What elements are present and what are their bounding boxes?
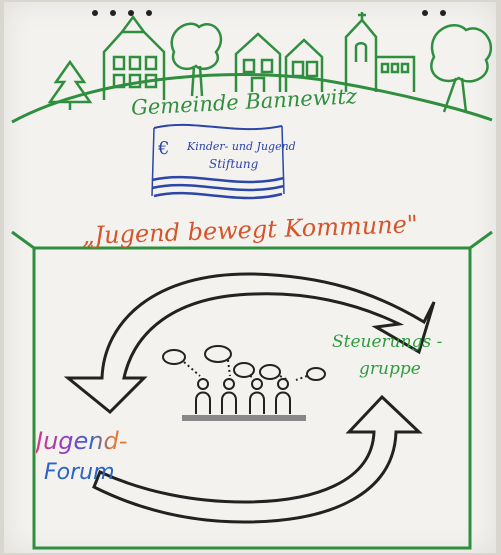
cycle-arrow-bottom [92,394,423,524]
church-icon [102,14,166,100]
steering-group-label-line1: Steuerungs - [332,332,443,352]
steering-group-label-line2: gruppe [359,359,421,379]
euro-symbol: € [158,138,170,159]
frame-box [32,246,472,550]
binding-hole [92,10,98,16]
fir-tree-icon [47,59,93,110]
flipchart-sheet: Gemeinde Bannewitz € Kinder- und Jugend … [4,2,496,553]
binding-hole [440,10,446,16]
cycle-arrow-top [63,272,436,415]
drawing-canvas [11,12,493,550]
people-group-icon [162,345,326,421]
youth-forum-label-line2: Forum [44,460,115,485]
foundation-logo [151,123,285,200]
house-icon [284,38,324,92]
binding-hole [146,10,152,16]
tree-icon [170,22,223,97]
foundation-name-line2: Stiftung [209,157,259,171]
binding-hole [422,10,428,16]
house-icon [234,32,282,92]
youth-forum-label-line1: Jugend- [36,427,128,455]
binding-hole [128,10,134,16]
tree-icon [430,24,493,113]
foundation-name-line1: Kinder- und Jugend [187,140,296,153]
binding-hole [110,10,116,16]
church-tower-icon [344,12,416,92]
